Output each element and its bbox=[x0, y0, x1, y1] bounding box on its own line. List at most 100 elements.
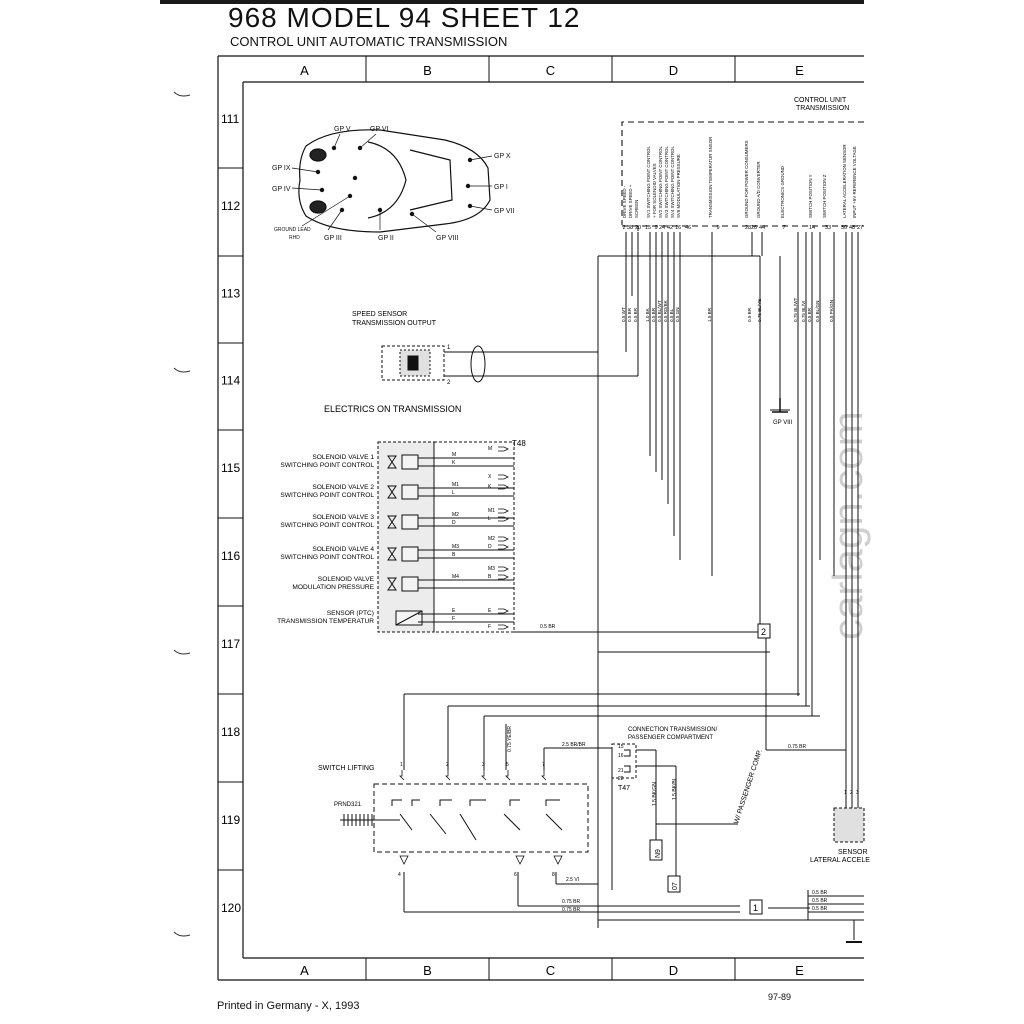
switch-gear-ticks bbox=[343, 814, 373, 826]
cu-wire-label: 0.5 BL/WT bbox=[657, 300, 662, 322]
watermark: carlagn.com bbox=[824, 411, 871, 640]
column-dividers bbox=[365, 56, 736, 980]
ground-lead-label: GROUND LEAD bbox=[274, 227, 311, 233]
gp-i-label: GP I bbox=[494, 184, 508, 191]
switch-wire-label-4: 0.75 BR bbox=[562, 899, 580, 905]
column-label-bottom-c: C bbox=[546, 963, 555, 978]
cu-pin-number: 7 bbox=[782, 225, 785, 231]
t47-pin-21: 21 bbox=[618, 768, 624, 774]
switch-wire-label-1: 2.5 BR/BR bbox=[562, 742, 586, 748]
lateral-sensor-title: SENSOR bbox=[838, 849, 868, 856]
column-label-bottom-e: E bbox=[795, 963, 804, 978]
cu-pin-number: 33 bbox=[825, 225, 831, 231]
binder-marks bbox=[173, 91, 191, 937]
cu-pin-number: 27 bbox=[857, 225, 863, 231]
cu-wire-label: 0.5 BR bbox=[633, 307, 638, 322]
lateral-sensor-pin-3: 3 bbox=[856, 790, 859, 796]
switch-wire-label-5: 0.75 BR bbox=[562, 907, 580, 913]
ref-07-label: 07 bbox=[672, 882, 679, 890]
cu-pin-number: 42 bbox=[667, 225, 673, 231]
solenoid-coil-icon bbox=[401, 454, 419, 470]
cu-wire-label: 0.75 BL/WT bbox=[793, 298, 798, 322]
control-unit-title: CONTROL UNIT bbox=[794, 97, 847, 104]
gp-viii-ground bbox=[772, 398, 788, 413]
t48-pin-icon bbox=[498, 624, 509, 630]
valve-label: SWITCHING POINT CONTROL bbox=[280, 554, 374, 561]
t48-pin-label: M bbox=[488, 446, 492, 452]
cu-wire-label: 0.5 BL/GN bbox=[815, 301, 820, 322]
ref-box-2 bbox=[757, 623, 771, 639]
sheet-subtitle: CONTROL UNIT AUTOMATIC TRANSMISSION bbox=[230, 34, 508, 49]
row-label-116: 116 bbox=[221, 549, 240, 563]
cu-wire-label: 0.5 BR bbox=[627, 307, 632, 322]
solenoid-coil-icon bbox=[401, 514, 419, 530]
cu-wire-label: 0.5 WT bbox=[621, 307, 626, 322]
ptc-sensor-arrow bbox=[395, 610, 423, 626]
transmission-module bbox=[377, 441, 515, 633]
valve-pin-label: L bbox=[452, 490, 455, 496]
ref-n9-label: N9 bbox=[655, 849, 662, 858]
t48-pin-icon bbox=[498, 566, 509, 572]
lateral-sensor-pin-1: 1 bbox=[844, 790, 847, 796]
cu-pin-label: SCREEN bbox=[634, 200, 639, 218]
t47-pin-15: 15 bbox=[618, 744, 624, 750]
electrics-title: ELECTRICS ON TRANSMISSION bbox=[324, 404, 461, 414]
valve-label: SWITCHING POINT CONTROL bbox=[280, 522, 374, 529]
top-edge-bar bbox=[160, 0, 864, 4]
cu-pin-number: 48 bbox=[849, 225, 855, 231]
cu-pin-label: SV2 SWITCHING POINT CONTROL bbox=[658, 146, 663, 218]
switch-pin-icon bbox=[399, 855, 409, 865]
solenoid-valves bbox=[387, 454, 514, 626]
solenoid-valve-icon bbox=[387, 455, 397, 469]
sheet-title: 968 MODEL 94 SHEET 12 bbox=[228, 2, 581, 33]
t48-pin-icon bbox=[498, 474, 509, 480]
row-label-118: 118 bbox=[221, 725, 240, 739]
control-unit-wires bbox=[625, 232, 835, 716]
column-label-bottom-b: B bbox=[423, 963, 432, 978]
valve-pin-label: E bbox=[452, 608, 456, 614]
reference-boxes bbox=[649, 623, 771, 915]
lateral-wire-label-3: 0.5 BR bbox=[812, 906, 828, 912]
column-label-c: C bbox=[546, 63, 555, 78]
speed-sensor-title: SPEED SENSOR bbox=[352, 311, 407, 318]
column-label-bottom-d: D bbox=[669, 963, 678, 978]
t48-pin-icon bbox=[498, 508, 509, 514]
speed-sensor-pin-2: 2 bbox=[447, 380, 451, 386]
switch-top-pin: 7 bbox=[542, 762, 545, 768]
lateral-wire-label-1: 0.5 BR bbox=[812, 890, 828, 896]
solenoid-valve-icon bbox=[387, 485, 397, 499]
gp-v-label: GP V bbox=[334, 126, 351, 133]
ref-1-label: 1 bbox=[753, 903, 758, 913]
t48-pin-icon bbox=[498, 574, 509, 580]
cu-pin-label: SWITCH POSITION Y bbox=[808, 174, 813, 218]
cu-pin-number: 44 bbox=[759, 225, 765, 231]
main-busses bbox=[403, 226, 864, 943]
cu-pin-number: 26 bbox=[751, 225, 757, 231]
t48-connector-label: T48 bbox=[512, 439, 526, 448]
gp-viii-label: GP VIII bbox=[436, 235, 458, 242]
switch-bottom-pin: 6 bbox=[514, 872, 517, 878]
cu-wire-label: 0.5 GN bbox=[675, 307, 680, 322]
switch-top-pin: 5 bbox=[506, 762, 509, 768]
cu-pin-label: DRIVE SPEED - bbox=[622, 185, 627, 218]
column-label-d: D bbox=[669, 63, 678, 78]
valve-pin-label: M2 bbox=[452, 512, 459, 518]
switch-pin-icon bbox=[505, 770, 511, 781]
cu-pin-label: LATERAL ACCELERATION SENSOR bbox=[842, 144, 847, 218]
gp-viii-ground-label: GP VIII bbox=[773, 420, 793, 426]
valve-label: SWITCHING POINT CONTROL bbox=[280, 492, 374, 499]
valve-pin-label: M3 bbox=[452, 544, 459, 550]
valve-label: SOLENOID VALVE 2 bbox=[312, 484, 374, 491]
gp-x-label: GP X bbox=[494, 153, 511, 160]
t48-pin-label: L bbox=[488, 516, 491, 522]
lateral-sensor-subtitle: LATERAL ACCELE bbox=[810, 857, 870, 864]
gp-ii-label: GP II bbox=[378, 235, 394, 242]
cu-wire-label: 0.5 BL bbox=[669, 308, 674, 322]
cu-pin-label: DRIVE SPEED + bbox=[628, 184, 633, 218]
ref-box-07 bbox=[667, 875, 681, 893]
cu-pin-label: SV1 SWITCHING POINT CONTROL bbox=[646, 146, 651, 218]
ref-2-label: 2 bbox=[761, 627, 766, 637]
